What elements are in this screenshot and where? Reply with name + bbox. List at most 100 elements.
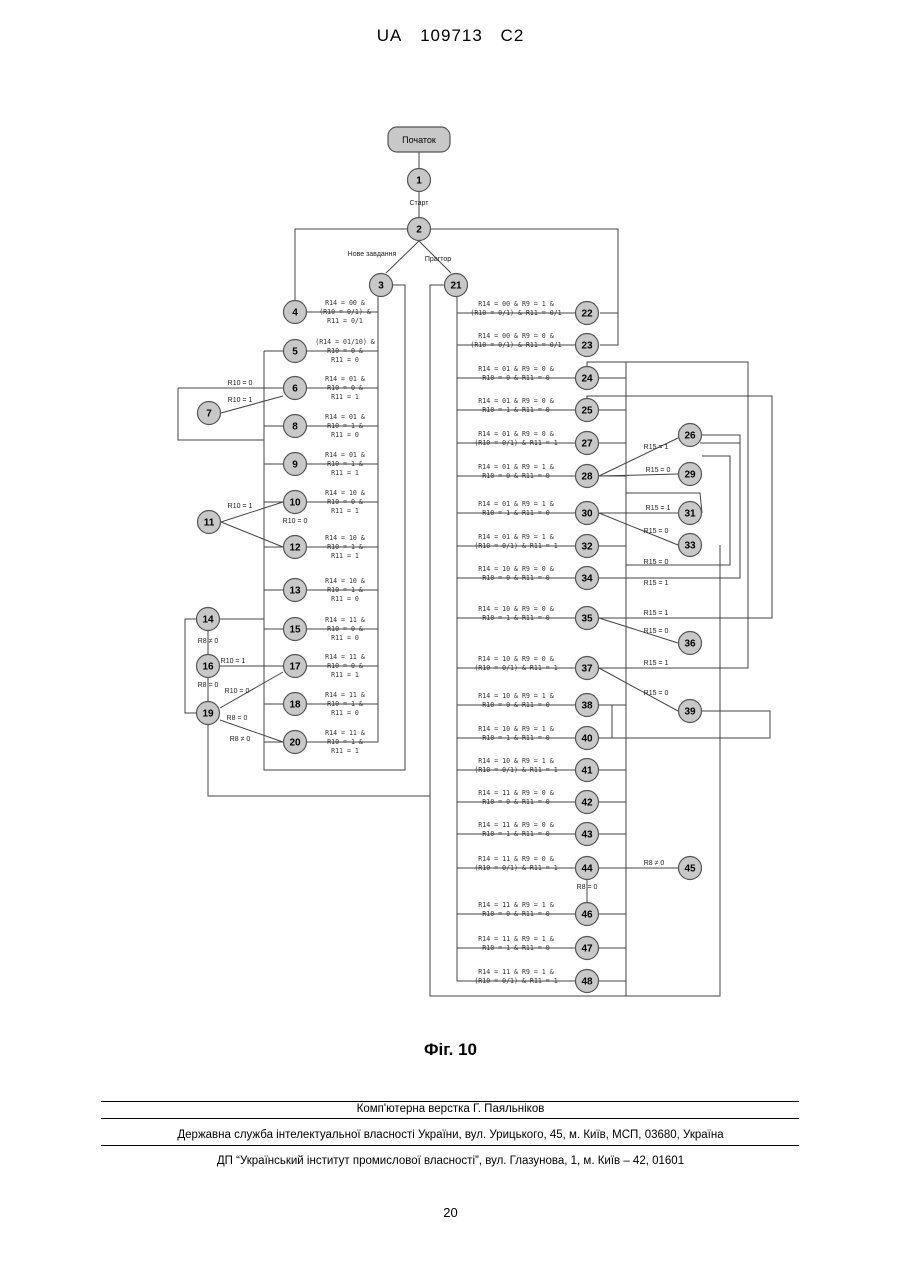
node-number: 25 xyxy=(581,406,593,417)
transition-label: R15 = 0 xyxy=(644,628,669,635)
state-node-22: 22 xyxy=(576,302,599,325)
condition-text: R10 = 0 & xyxy=(327,662,363,670)
footer-address-office: Державна служба інтелектуальної власност… xyxy=(0,1129,901,1141)
condition-text: R10 = 1 & R11 = 0 xyxy=(482,406,550,414)
node-number: 38 xyxy=(581,701,593,712)
transition-label: R10 = 1 xyxy=(228,503,253,510)
condition-text: R14 = 11 & xyxy=(325,653,365,661)
transition-label: R8 ≠ 0 xyxy=(230,736,251,743)
condition-text: R11 = 0 xyxy=(331,595,359,603)
condition-text: R11 = 1 xyxy=(331,671,359,679)
node-number: 13 xyxy=(289,586,301,597)
condition-text: R14 = 01 & R9 = 1 & xyxy=(478,463,553,471)
state-node-14: 14 xyxy=(197,608,220,631)
node-number: 15 xyxy=(289,625,301,636)
condition-text: R14 = 01 & xyxy=(325,375,365,383)
state-node-27: 27 xyxy=(576,432,599,455)
footer-rule xyxy=(101,1145,799,1146)
node-number: 31 xyxy=(684,509,696,520)
node-number: 30 xyxy=(581,509,593,520)
node-number: 2 xyxy=(416,225,422,236)
state-node-36: 36 xyxy=(679,632,702,655)
state-node-1: 1 xyxy=(408,169,431,192)
footer-typesetter: Комп'ютерна верстка Г. Паяльніков xyxy=(0,1103,901,1115)
condition-text: R10 = 1 & xyxy=(327,700,363,708)
condition-text: R10 = 1 & xyxy=(327,422,363,430)
node-number: 42 xyxy=(581,798,593,809)
condition-text: R14 = 11 & xyxy=(325,616,365,624)
condition-text: (R10 = 0/1) & xyxy=(319,308,371,316)
condition-text: R10 = 1 & xyxy=(327,460,363,468)
node-number: 16 xyxy=(202,662,214,673)
edge-label-new-task: Нове завдання xyxy=(348,251,397,258)
node-number: 41 xyxy=(581,766,593,777)
connector-line xyxy=(185,619,196,713)
condition-text: R10 = 0 & xyxy=(327,498,363,506)
node-number: 45 xyxy=(684,864,696,875)
node-number: 11 xyxy=(204,518,215,529)
condition-text: (R10 = 0/1) & R11 = 0/1 xyxy=(470,341,561,349)
node-number: 24 xyxy=(581,374,593,385)
transition-label: R10 = 1 xyxy=(221,658,246,665)
state-node-3: 3 xyxy=(370,274,393,297)
condition-text: R10 = 0 & R11 = 0 xyxy=(482,701,550,709)
condition-labels: R14 = 00 &(R10 = 0/1) &R11 = 0/1(R14 = 0… xyxy=(315,299,561,985)
state-node-12: 12 xyxy=(284,536,307,559)
node-number: 6 xyxy=(292,384,298,395)
condition-text: R10 = 0 & R11 = 0 xyxy=(482,374,550,382)
state-diagram: Початок 12345678910111213141516171819202… xyxy=(0,0,901,1030)
condition-text: R10 = 1 & R11 = 0 xyxy=(482,830,550,838)
condition-text: R11 = 0 xyxy=(331,431,359,439)
condition-text: R10 = 0 & R11 = 0 xyxy=(482,472,550,480)
state-node-45: 45 xyxy=(679,857,702,880)
state-node-16: 16 xyxy=(197,655,220,678)
connector-line xyxy=(599,705,612,738)
edge-label-practice: Прагтор xyxy=(425,256,451,263)
condition-text: R10 = 1 & R11 = 0 xyxy=(482,734,550,742)
state-node-4: 4 xyxy=(284,301,307,324)
transition-label: R15 = 0 xyxy=(644,559,669,566)
state-node-25: 25 xyxy=(576,399,599,422)
condition-text: R14 = 11 & xyxy=(325,729,365,737)
condition-text: (R10 = 0/1) & R11 = 1 xyxy=(474,664,557,672)
condition-text: R14 = 10 & R9 = 1 & xyxy=(478,757,553,765)
condition-text: R11 = 0/1 xyxy=(327,317,363,325)
condition-text: R14 = 10 & R9 = 0 & xyxy=(478,605,553,613)
condition-text: R14 = 10 & xyxy=(325,489,365,497)
figure-caption: Фіг. 10 xyxy=(0,1040,901,1060)
condition-text: R14 = 01 & R9 = 0 & xyxy=(478,365,553,373)
node-number: 7 xyxy=(206,409,212,420)
transition-label: R10 = 0 xyxy=(225,688,250,695)
node-number: 18 xyxy=(289,700,301,711)
node-number: 14 xyxy=(202,615,214,626)
state-node-40: 40 xyxy=(576,727,599,750)
state-node-38: 38 xyxy=(576,694,599,717)
node-number: 4 xyxy=(292,308,298,319)
transition-label: R15 = 0 xyxy=(644,690,669,697)
condition-text: R14 = 11 & R9 = 1 & xyxy=(478,968,553,976)
condition-text: (R10 = 0/1) & R11 = 1 xyxy=(474,542,557,550)
state-node-29: 29 xyxy=(679,463,702,486)
state-node-42: 42 xyxy=(576,791,599,814)
node-number: 37 xyxy=(581,664,593,675)
node-number: 5 xyxy=(292,347,298,358)
start-box: Початок xyxy=(388,127,450,152)
state-node-44: 44 xyxy=(576,857,599,880)
node-number: 44 xyxy=(581,864,593,875)
state-node-11: 11 xyxy=(198,511,221,534)
transition-label: R15 = 0 xyxy=(646,467,671,474)
condition-text: R14 = 10 & R9 = 1 & xyxy=(478,692,553,700)
condition-text: R14 = 11 & R9 = 0 & xyxy=(478,855,553,863)
condition-text: R14 = 01 & R9 = 1 & xyxy=(478,533,553,541)
state-node-23: 23 xyxy=(576,334,599,357)
condition-text: R11 = 1 xyxy=(331,552,359,560)
state-node-9: 9 xyxy=(284,453,307,476)
node-number: 10 xyxy=(289,498,301,509)
transition-label: R10 = 1 xyxy=(228,397,253,404)
condition-text: R10 = 1 & R11 = 0 xyxy=(482,509,550,517)
condition-text: (R10 = 0/1) & R11 = 1 xyxy=(474,439,557,447)
state-node-28: 28 xyxy=(576,465,599,488)
state-node-37: 37 xyxy=(576,657,599,680)
node-number: 27 xyxy=(581,439,593,450)
transition-label: R15 = 1 xyxy=(644,444,669,451)
